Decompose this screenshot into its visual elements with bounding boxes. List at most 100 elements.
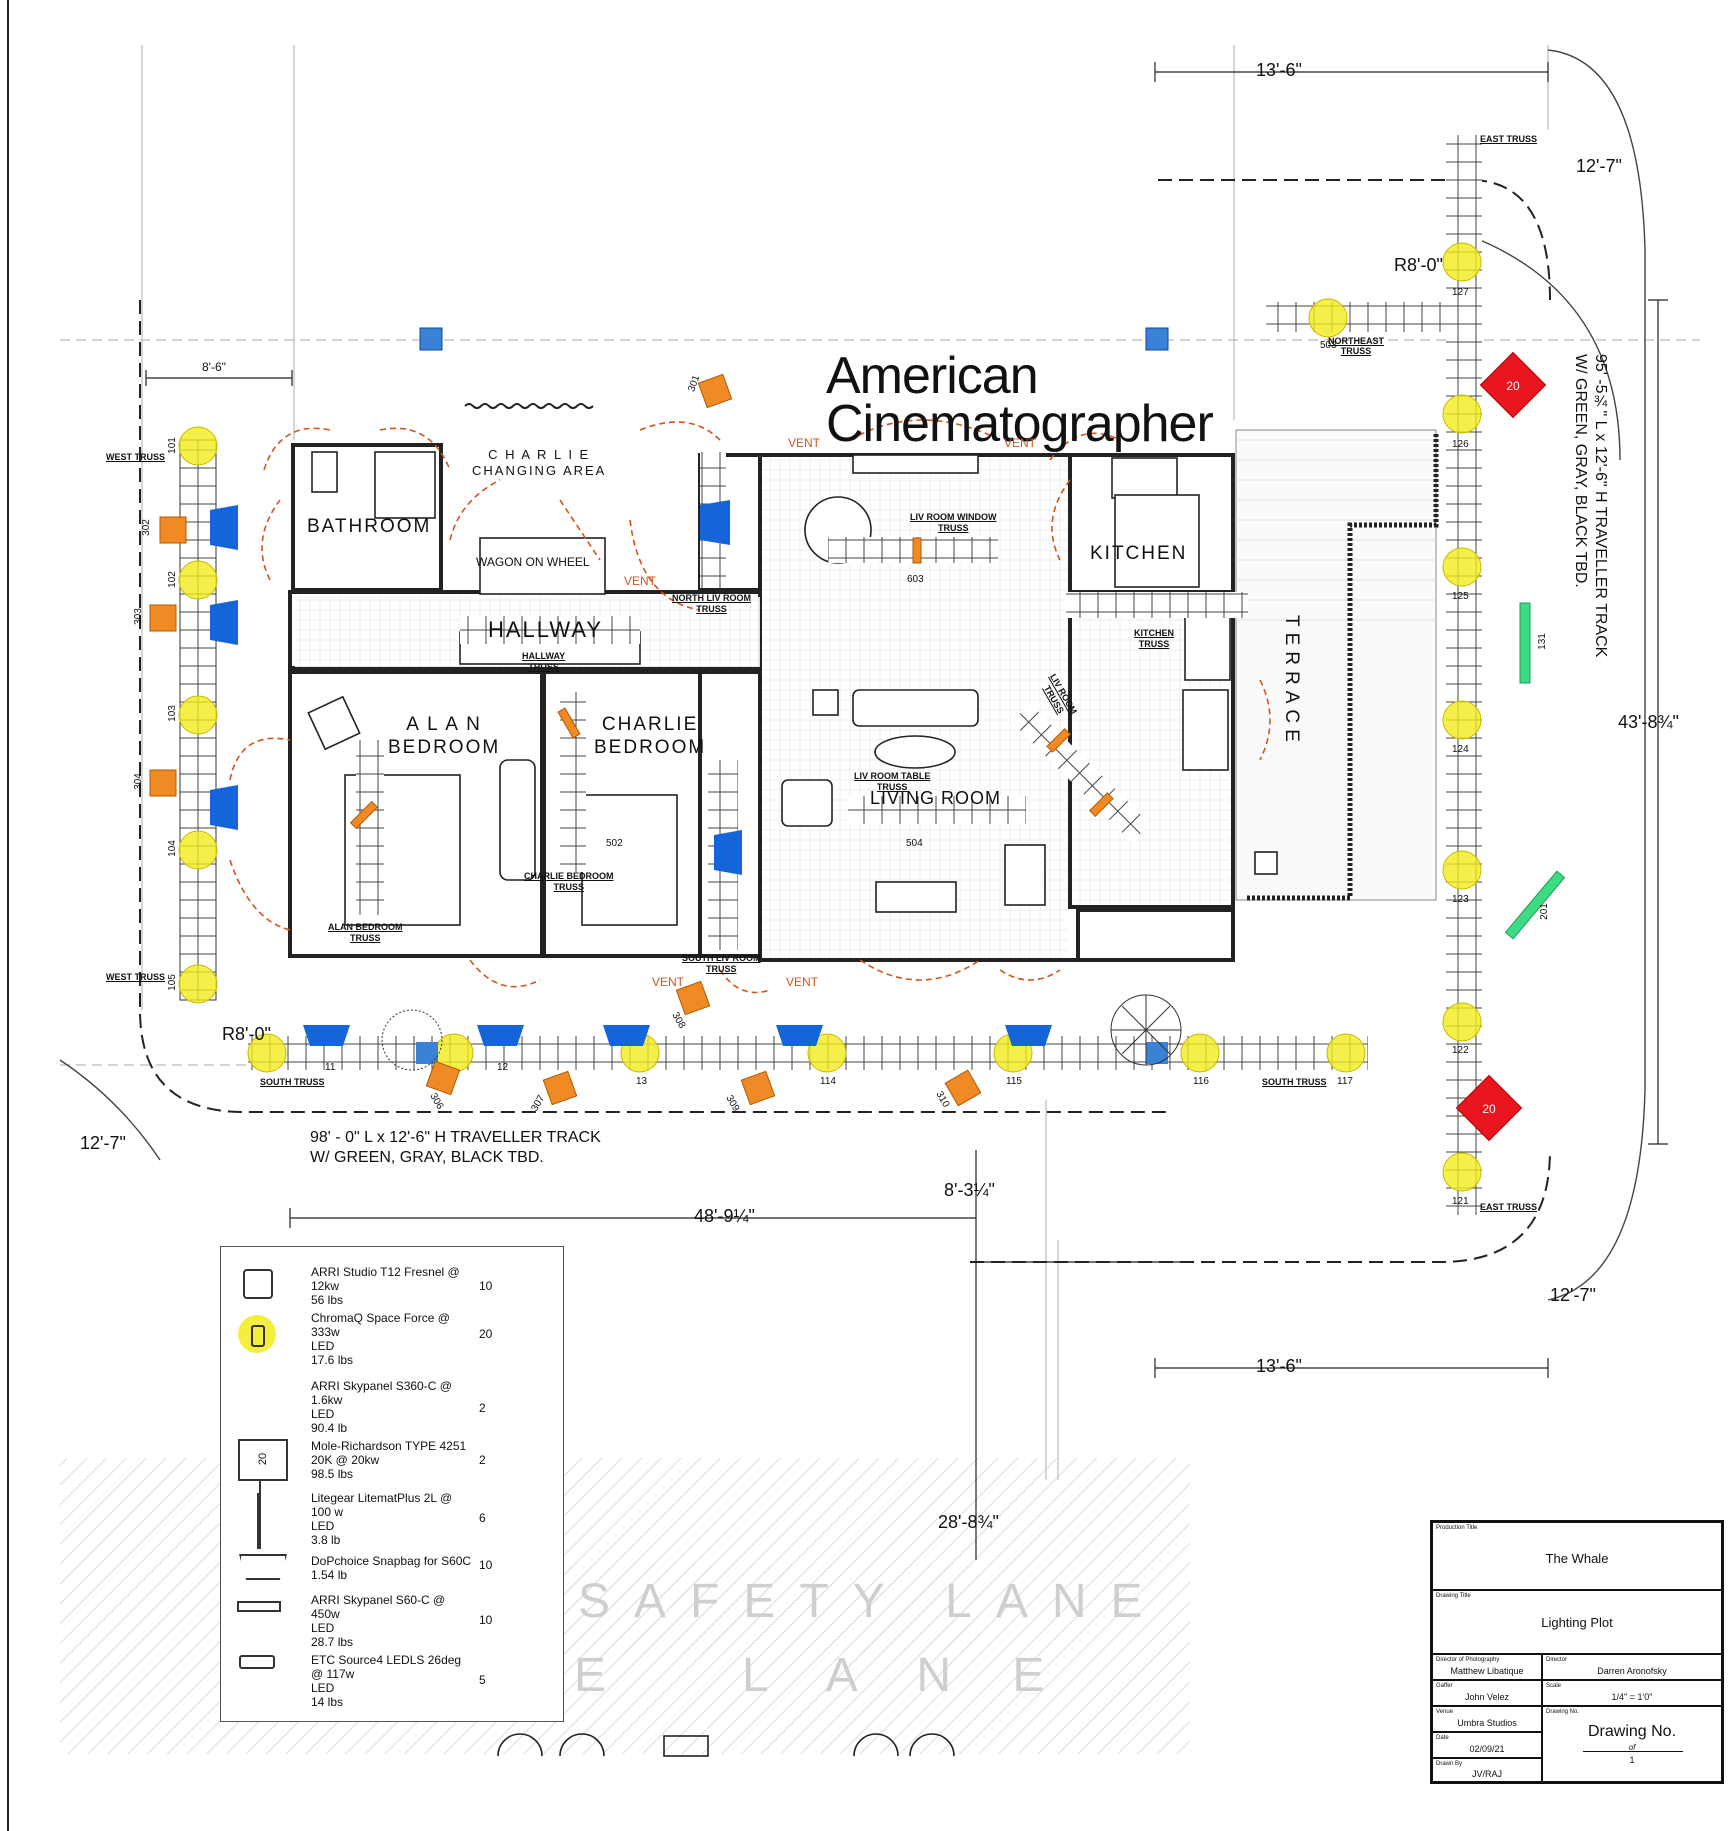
skypanel-s60-south-3 [603,1025,650,1046]
shrub-symbol [381,1009,443,1071]
terrace-label: TERRACE [1281,615,1302,748]
alan-bedroom-truss [356,740,384,915]
legend-text: Mole-Richardson TYPE 4251 20K @ 20kw 98.… [311,1439,467,1481]
space-force-131 [1308,298,1348,338]
south-truss-left-label: SOUTH TRUSS [260,1077,325,1087]
venue-label: Venue [1436,1709,1454,1715]
space-force-126 [1442,394,1482,434]
source4-302 [159,516,187,544]
litemat-alan [349,800,379,830]
space-force-123 [1442,850,1482,890]
skypanel-s60-icon [237,1601,281,1612]
brand-wordmark-line1: American [826,347,1039,405]
drawing-of: of [1628,1743,1636,1752]
dim-terrace-offset: 8'-3¼" [944,1180,995,1200]
space-force-105 [178,964,218,1004]
space-force-127 [1442,242,1482,282]
space-force-125 [1442,547,1482,587]
space-force-124 [1442,700,1482,740]
mole-20k-north [1479,351,1547,419]
production-title: The Whale [1545,1551,1609,1566]
channel-117: 117 [1337,1076,1353,1087]
channel-13: 13 [636,1076,648,1087]
date-value: 02/09/21 [1469,1744,1505,1754]
legend-text: DoPchoice Snapbag for S60C 1.54 lb [311,1554,472,1582]
drawing-sheet: 1 [1629,1755,1635,1765]
vent-label: VENT [624,574,657,588]
channel-202: 201 [1538,903,1550,920]
east-truss-bottom-label: EAST TRUSS [1480,1202,1538,1212]
skypanel-s360-202 [1504,870,1566,940]
space-force-s11 [1180,1033,1220,1073]
hallway-truss-label: HALLWAY TRUSS [522,651,566,672]
litemat-icon [257,1493,261,1549]
source4-303 [149,604,177,632]
channel-304: 304 [132,773,144,790]
litemat-diag-1 [1046,727,1072,753]
gaffer-label: Gaffer [1436,1683,1453,1689]
changing-area-label: C H A R L I E CHANGING AREA [472,447,607,478]
fresnel-icon [243,1269,273,1299]
title-block: Production Title The Whale Drawing Title… [1430,1520,1724,1784]
dop-label: Director of Photography [1436,1657,1500,1663]
channel-126: 126 [1452,439,1469,450]
source4-310 [944,1069,982,1107]
mole-20k-north-label: 20 [1506,379,1520,393]
east-track-note: 95' -5¾" L x 12'-6" H TRAVELLER TRACK W/… [1572,354,1609,658]
channel-127: 127 [1452,287,1469,298]
space-force-s12 [1326,1033,1366,1073]
space-force-121 [1442,1152,1482,1192]
drawing-no: Drawing No. [1587,1723,1677,1740]
legend-qty: 10 [479,1558,493,1572]
alan-bedroom-truss-label: ALAN BEDROOM TRUSS [328,922,403,943]
south-truss-right-label: SOUTH TRUSS [1262,1077,1327,1087]
channel-116: 116 [1193,1076,1209,1087]
drawing-title: Lighting Plot [1541,1615,1613,1630]
snapbag-icon [239,1554,287,1580]
east-truss-top-label: EAST TRUSS [1480,134,1538,144]
dim-east-height: 43'-8¾" [1618,712,1679,732]
channel-101: 101 [166,437,178,454]
legend-qty: 10 [479,1613,493,1627]
dop-name: Matthew Libatique [1450,1666,1524,1676]
space-force-101 [178,426,218,466]
wagon-label: WAGON ON WHEEL [476,555,590,569]
northeast-truss-label: NORTHEAST TRUSS [1328,336,1384,356]
space-force-103 [178,695,218,735]
mole-20k-icon-label: 20 [257,1452,269,1466]
space-force-104 [178,830,218,870]
living-room-label: LIVING ROOM [870,788,1002,808]
dim-radius-se: 12'-7" [1550,1285,1596,1305]
source4-309 [740,1070,776,1106]
source4-304 [149,769,177,797]
channel-103: 103 [166,705,178,722]
litemat-603 [912,537,922,564]
channel-123: 123 [1452,894,1469,905]
vent-label: VENT [652,975,685,989]
channel-124: 124 [1452,744,1469,755]
gaffer-name: John Velez [1464,1692,1510,1702]
kitchen-truss [1066,592,1248,618]
safety-lane-text: SAFETY LANE [578,1575,1167,1628]
director-name: Darren Aronofsky [1597,1666,1667,1676]
legend-qty: 2 [479,1401,486,1415]
litemat-bed [557,707,581,739]
source4-307 [542,1070,578,1106]
skypanel-s360-201 [1519,602,1531,684]
drawing-no-label: Drawing No. [1546,1709,1580,1715]
dim-west-offset: 8'-6" [202,360,226,374]
skypanel-s60-west-1 [210,505,238,550]
mole-20k-icon: 20 [238,1439,288,1481]
skypanel-s60-south-6 [1146,1042,1168,1064]
legend-qty: 10 [479,1279,493,1293]
space-force-122 [1442,1002,1482,1042]
legend-text: ARRI Skypanel S60-C @ 450w LED 28.7 lbs [311,1593,446,1649]
vent-label: VENT [786,975,819,989]
channel-102: 102 [166,571,178,588]
source4-305 [425,1060,461,1096]
legend-qty: 5 [479,1673,486,1687]
skypanel-s60-south-4 [776,1025,823,1046]
channel-12: 12 [497,1062,509,1073]
legend-qty: 2 [479,1453,486,1467]
